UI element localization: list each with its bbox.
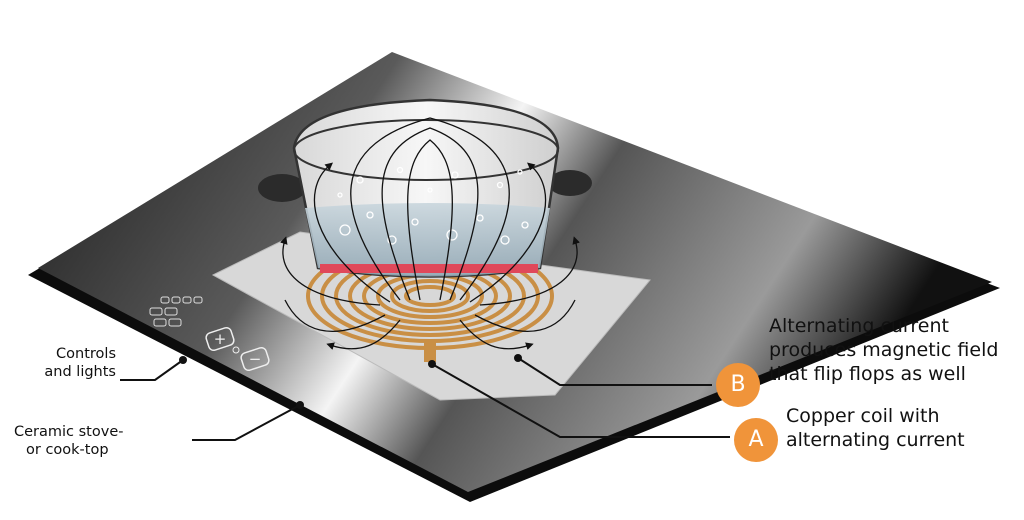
badge-a: A <box>734 418 778 462</box>
coil-label-line2: alternating current <box>786 428 965 451</box>
pot-heated-base <box>320 264 538 273</box>
copper-coil-label: Copper coil with alternating current <box>786 405 965 453</box>
leader-dot-cooktop <box>296 401 304 409</box>
cooktop-label: Ceramic stove- or cook-top <box>14 423 123 459</box>
controls-label-line2: and lights <box>44 364 116 381</box>
cooktop-label-line2: or cook-top <box>26 442 109 459</box>
pot-rim <box>293 119 559 181</box>
cooktop-label-line1: Ceramic stove- <box>14 424 124 440</box>
magnetic-field-lines <box>280 117 580 350</box>
coil-label-line1: Copper coil with <box>786 405 940 427</box>
leader-dot-field <box>514 354 522 362</box>
field-label-line1: Alternating current <box>769 315 949 337</box>
coil-terminal <box>424 340 436 362</box>
leader-dot-controls <box>179 356 187 364</box>
plus-glyph: + <box>214 330 227 348</box>
field-label-line3: that flip flops as well <box>769 362 966 385</box>
controls-label-line1: Controls <box>56 346 116 362</box>
pot-handle-right <box>548 170 592 196</box>
magnetic-field-label: Alternating current produces magnetic fi… <box>769 315 998 386</box>
leader-lines <box>120 357 730 441</box>
plus-button[interactable]: + <box>205 326 235 352</box>
control-panel <box>149 296 203 327</box>
power-indicator-light <box>232 346 240 354</box>
badge-b-letter: B <box>730 372 746 397</box>
field-label-line2: produces magnetic field <box>769 338 999 361</box>
badge-b: B <box>716 363 760 407</box>
boiling-bubbles <box>337 166 529 245</box>
minus-button[interactable]: − <box>240 346 270 372</box>
badge-a-letter: A <box>748 427 764 452</box>
pot-handle-left <box>258 174 306 202</box>
controls-label: Controls and lights <box>38 345 116 381</box>
minus-glyph: − <box>249 350 262 368</box>
leader-dot-coil <box>428 360 436 368</box>
